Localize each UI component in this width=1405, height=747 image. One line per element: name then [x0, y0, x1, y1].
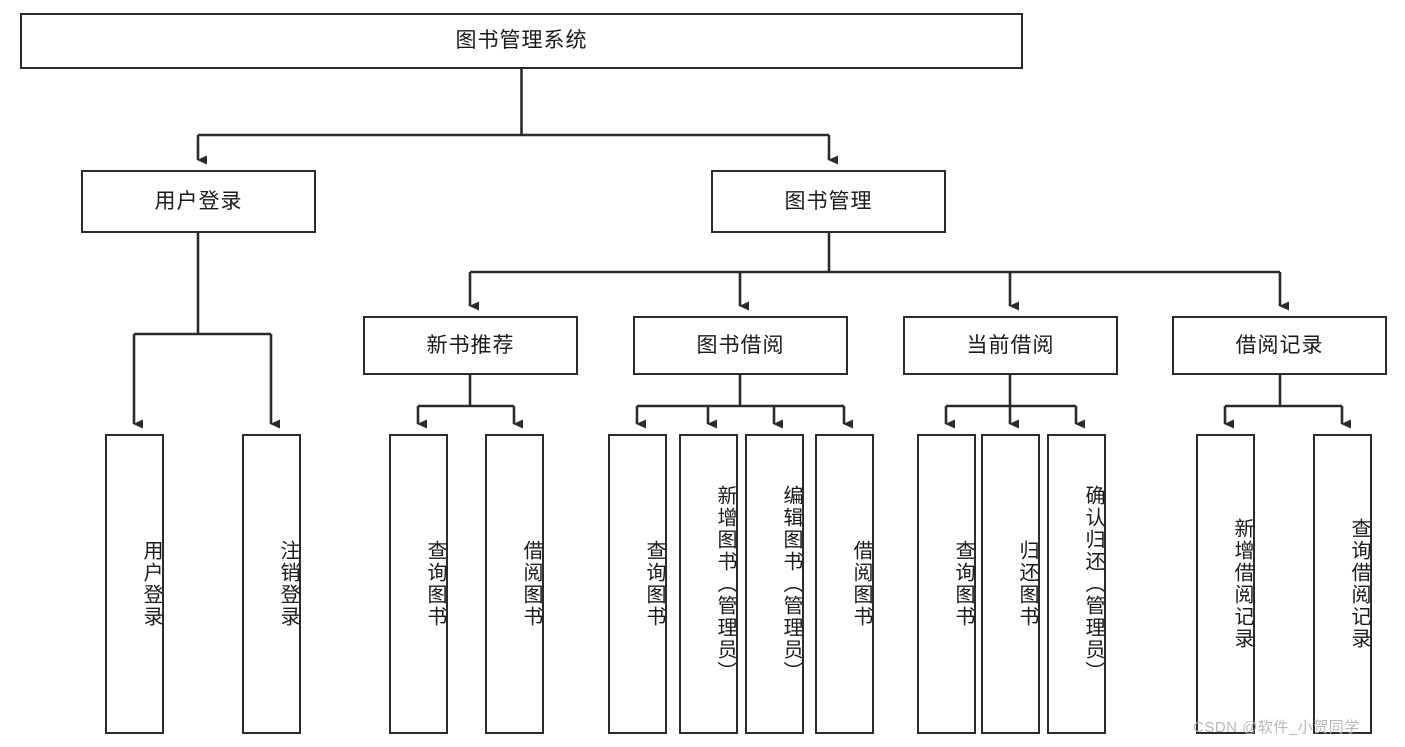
leaf-user-login[interactable]: 用户登录: [105, 434, 164, 734]
node-label: 确认归还（管理员）: [1082, 485, 1104, 683]
leaf-add-borrowing-record[interactable]: 新增借阅记录: [1196, 434, 1255, 734]
leaf-add-book-admin[interactable]: 新增图书（管理员）: [679, 434, 738, 734]
node-label: 借阅图书: [850, 540, 872, 628]
leaf-query-books-recommendation[interactable]: 查询图书: [389, 434, 448, 734]
node-label: 查询借阅记录: [1348, 518, 1370, 650]
node-borrowing-records[interactable]: 借阅记录: [1172, 316, 1387, 375]
leaf-query-books-borrowing[interactable]: 查询图书: [608, 434, 667, 734]
node-label: 注销登录: [277, 540, 299, 628]
node-label: 新增借阅记录: [1231, 518, 1253, 650]
node-label: 新书推荐: [426, 333, 515, 357]
node-label: 查询图书: [643, 540, 665, 628]
node-label: 查询图书: [424, 540, 446, 628]
node-root-book-management-system[interactable]: 图书管理系统: [20, 13, 1023, 69]
node-current-borrowing[interactable]: 当前借阅: [903, 316, 1118, 375]
leaf-logout[interactable]: 注销登录: [242, 434, 301, 734]
node-new-book-recommendation[interactable]: 新书推荐: [363, 316, 578, 375]
node-label: 图书管理系统: [455, 29, 588, 53]
node-label: 借阅图书: [520, 540, 542, 628]
node-label: 归还图书: [1016, 540, 1038, 628]
node-label: 用户登录: [140, 540, 162, 628]
node-book-management[interactable]: 图书管理: [711, 170, 946, 233]
leaf-edit-book-admin[interactable]: 编辑图书（管理员）: [745, 434, 804, 734]
leaf-query-books-current[interactable]: 查询图书: [917, 434, 976, 734]
node-label: 当前借阅: [966, 333, 1055, 357]
node-label: 查询图书: [952, 540, 974, 628]
node-book-borrowing[interactable]: 图书借阅: [633, 316, 848, 375]
leaf-query-borrowing-record[interactable]: 查询借阅记录: [1313, 434, 1372, 734]
node-user-login[interactable]: 用户登录: [81, 170, 316, 233]
leaf-return-books[interactable]: 归还图书: [981, 434, 1040, 734]
leaf-confirm-return-admin[interactable]: 确认归还（管理员）: [1047, 434, 1106, 734]
leaf-borrow-books[interactable]: 借阅图书: [815, 434, 874, 734]
leaf-borrow-books-recommendation[interactable]: 借阅图书: [485, 434, 544, 734]
node-label: 借阅记录: [1235, 333, 1324, 357]
node-label: 编辑图书（管理员）: [780, 485, 802, 683]
node-label: 图书借阅: [696, 333, 785, 357]
node-label: 新增图书（管理员）: [714, 485, 736, 683]
node-label: 图书管理: [784, 189, 873, 213]
node-label: 用户登录: [154, 189, 243, 213]
